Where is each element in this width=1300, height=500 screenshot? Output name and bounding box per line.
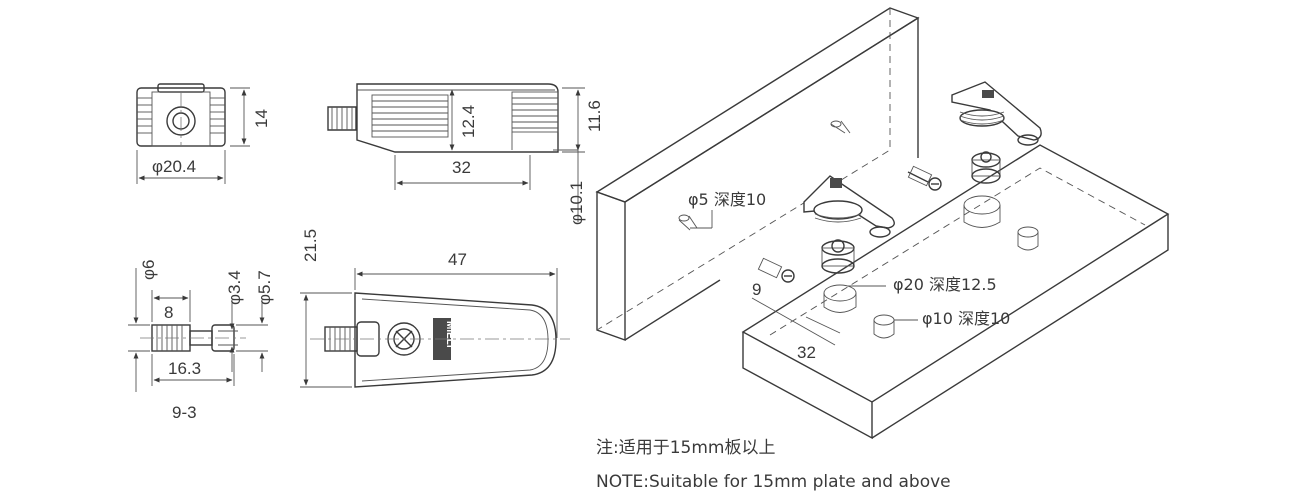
bolt-view: φ6 8 16.3 φ3.4 φ5.7 9-3 <box>128 260 274 422</box>
callout-hole-small: φ5 深度10 <box>688 190 766 209</box>
connector-bolt-upper <box>907 165 942 191</box>
dim-top-left-height: 14 <box>252 109 271 128</box>
callout-hole-medium: φ10 深度10 <box>922 309 1010 328</box>
note-chinese: 注:适用于15mm板以上 <box>596 438 775 458</box>
cam-body-center <box>821 239 855 274</box>
cover-logo: MIELI <box>444 321 455 348</box>
dim-side-height-a: 12.4 <box>459 105 478 138</box>
dim-bolt-dia-b: φ3.4 <box>225 270 244 305</box>
callout-edge-offset: 9 <box>752 280 761 299</box>
cam-body-upper <box>971 151 1001 184</box>
dim-top-left-width: φ20.4 <box>152 157 196 176</box>
assembly-iso-view: 9 32 <box>595 7 1170 440</box>
dim-side-length: 32 <box>452 158 471 177</box>
dim-bolt-dia-a: φ6 <box>139 260 158 280</box>
cover-top-view: MIELI 47 21.5 <box>300 229 570 388</box>
model-number: 9-3 <box>172 403 197 422</box>
dim-cover-length: 47 <box>448 250 467 269</box>
cam-front-view: φ20.4 14 <box>136 83 271 184</box>
dim-bolt-len-a: 8 <box>164 303 173 322</box>
dim-bolt-len-b: 16.3 <box>168 359 201 378</box>
dim-cover-height: 21.5 <box>301 229 320 262</box>
horizontal-panel: 9 32 <box>741 144 1170 440</box>
vertical-panel <box>595 7 920 341</box>
cam-cover-upper <box>951 81 1042 146</box>
note-english: NOTE:Suitable for 15mm plate and above <box>596 472 951 492</box>
cam-cover-center <box>803 175 895 238</box>
dim-side-offset-dia: φ10.1 <box>567 181 586 225</box>
connector-bolt-lower <box>757 257 795 283</box>
callout-hole-spacing: 32 <box>797 343 816 362</box>
callout-hole-large: φ20 深度12.5 <box>893 275 997 294</box>
cam-side-view: 32 12.4 11.6 φ10.1 <box>327 83 604 225</box>
dim-side-height-b: 11.6 <box>585 100 604 132</box>
dim-bolt-dia-c: φ5.7 <box>255 270 274 305</box>
